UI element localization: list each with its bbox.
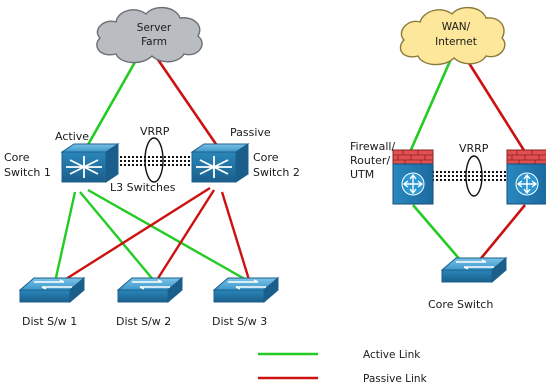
switch-icon: [440, 256, 508, 284]
link-farm-core2: [148, 47, 222, 151]
server-farm-line1: Server: [137, 22, 172, 34]
link-core2-dist2: [153, 189, 216, 284]
firewall-line2: Router/: [350, 154, 390, 167]
core-switch-2-line2: Switch 2: [253, 166, 300, 179]
firewall-icon: [392, 149, 434, 205]
link-core1-dist2: [79, 191, 156, 283]
core-switch-2-line1: Core: [253, 151, 279, 164]
link-core2-dist1: [57, 186, 211, 286]
link-fw2-core: [476, 204, 527, 263]
core-switch-1-line1: Core: [4, 151, 30, 164]
legend-active-label: Active Link: [363, 349, 421, 361]
vrrp-left-label: VRRP: [140, 125, 170, 138]
firewall-icon: [506, 149, 546, 205]
l3-switch-icon: [190, 143, 250, 183]
link-wan-fw2: [460, 51, 527, 153]
link-wan-fw1: [408, 51, 456, 153]
link-core2-dist3: [220, 191, 252, 284]
firewall-line1: Firewall/: [350, 140, 395, 153]
cloud-icon: Server Farm: [96, 7, 203, 64]
link-fw1-core: [412, 204, 463, 263]
vrrp-ring-left: [144, 137, 164, 183]
right-links: [408, 51, 527, 263]
link-core1-dist3: [87, 188, 251, 284]
dist-2-label: Dist S/w 2: [116, 315, 171, 328]
switch-icon: [116, 276, 184, 304]
active-label: Active: [55, 130, 89, 143]
l3-switch-icon: [60, 143, 120, 183]
legend-passive-label: Passive Link: [363, 373, 428, 385]
core-switch-1-line2: Switch 1: [4, 166, 51, 179]
legend: Active Link Passive Link: [258, 349, 428, 385]
l3-switches-label: L3 Switches: [110, 181, 176, 194]
switch-icon: [18, 276, 86, 304]
dist-1-label: Dist S/w 1: [22, 315, 77, 328]
firewall-line3: UTM: [350, 168, 374, 181]
switch-icon: [212, 276, 280, 304]
server-farm-line2: Farm: [141, 36, 167, 48]
vrrp-right-label: VRRP: [459, 142, 489, 155]
passive-label: Passive: [230, 126, 271, 139]
left-links: [53, 47, 252, 286]
vrrp-ring-right: [465, 155, 483, 197]
link-core1-dist1: [53, 191, 77, 283]
wan-line1: WAN/: [442, 21, 471, 33]
dist-3-label: Dist S/w 3: [212, 315, 267, 328]
core-switch-label: Core Switch: [428, 298, 493, 311]
wan-line2: Internet: [435, 36, 477, 48]
cloud-icon: WAN/ Internet: [399, 7, 506, 66]
link-farm-core1: [83, 47, 145, 151]
